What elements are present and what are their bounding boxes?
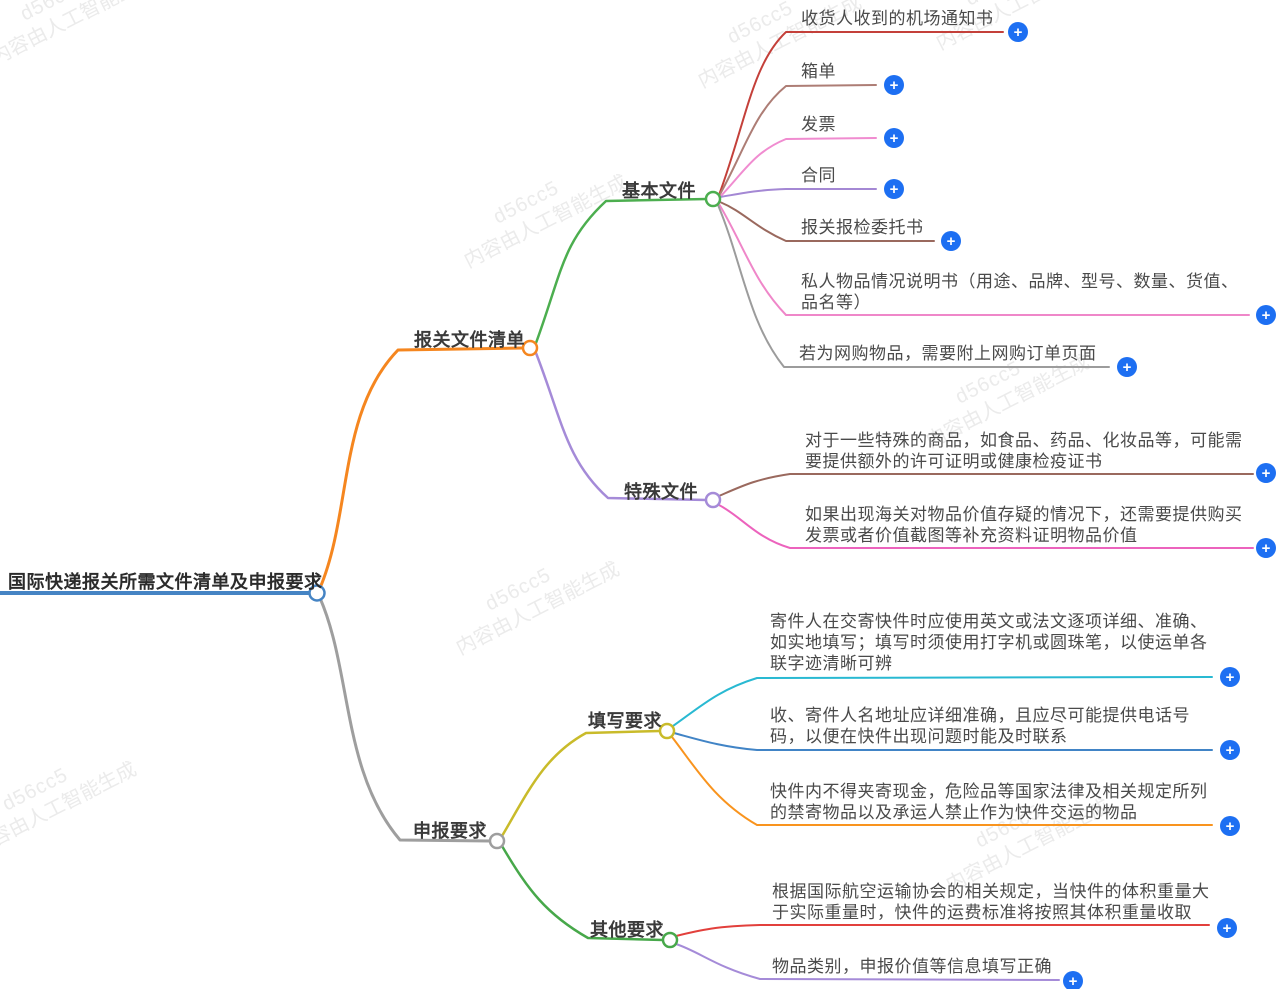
node-toggle-basic-docs[interactable]: [704, 190, 722, 208]
leaf-invoice[interactable]: 发票: [801, 115, 836, 134]
add-child-button[interactable]: +: [1220, 740, 1240, 760]
root-node[interactable]: 国际快递报关所需文件清单及申报要求: [8, 572, 323, 592]
node-basic-docs[interactable]: 基本文件: [622, 181, 696, 201]
leaf-correct-info[interactable]: 物品类别，申报价值等信息填写正确: [772, 957, 1052, 976]
add-child-button[interactable]: +: [1256, 305, 1276, 325]
leaf-line-invoice: [718, 137, 877, 199]
branch-line-special-docs: [534, 351, 709, 502]
leaf-volume-weight[interactable]: 根据国际航空运输协会的相关规定，当快件的体积重量大 于实际重量时，快件的运费标准…: [772, 882, 1210, 922]
add-child-button[interactable]: +: [1220, 667, 1240, 687]
add-child-button[interactable]: +: [941, 231, 961, 251]
node-special-docs[interactable]: 特殊文件: [624, 482, 698, 502]
plus-icon: +: [1261, 306, 1271, 324]
plus-icon: +: [1225, 817, 1235, 835]
add-child-button[interactable]: +: [1117, 357, 1137, 377]
plus-icon: +: [1068, 972, 1078, 989]
branch-line-declaration: [318, 596, 492, 843]
plus-icon: +: [1261, 464, 1271, 482]
leaf-line-special-goods: [718, 473, 1254, 497]
plus-icon: +: [1122, 358, 1132, 376]
plus-icon: +: [1013, 23, 1023, 41]
leaf-authorization[interactable]: 报关报检委托书: [801, 218, 924, 237]
plus-icon: +: [1222, 919, 1232, 937]
add-child-button[interactable]: +: [1256, 463, 1276, 483]
plus-icon: +: [889, 129, 899, 147]
leaf-line-fill-language: [672, 676, 1213, 727]
leaf-special-goods[interactable]: 对于一些特殊的商品，如食品、药品、化妆品等，可能需 要提供额外的许可证明或健康检…: [805, 431, 1243, 471]
leaf-line-packing-list: [718, 84, 877, 197]
plus-icon: +: [889, 76, 899, 94]
leaf-line-contract: [719, 188, 877, 198]
add-child-button[interactable]: +: [1256, 538, 1276, 558]
leaf-airport-notice[interactable]: 收货人收到的机场通知书: [801, 9, 994, 28]
leaf-prohibited-items[interactable]: 快件内不得夹寄现金，危险品等国家法律及相关规定所列 的禁寄物品以及承运人禁止作为…: [770, 782, 1208, 822]
plus-icon: +: [946, 232, 956, 250]
branch-line-filling-req: [500, 729, 662, 838]
leaf-packing-list[interactable]: 箱单: [801, 62, 836, 81]
leaf-line-authorization: [719, 201, 935, 242]
leaf-line-personal-items: [718, 203, 1250, 316]
add-child-button[interactable]: +: [1217, 918, 1237, 938]
branch-line-customs-docs: [318, 346, 525, 590]
add-child-button[interactable]: +: [884, 128, 904, 148]
node-toggle-special-docs[interactable]: [704, 491, 722, 509]
leaf-line-volume-weight: [675, 924, 1210, 937]
node-other-req[interactable]: 其他要求: [590, 920, 664, 940]
node-toggle-filling-req[interactable]: [658, 722, 676, 740]
node-customs-docs[interactable]: 报关文件清单: [414, 330, 525, 350]
leaf-online-order[interactable]: 若为网购物品，需要附上网购订单页面: [799, 344, 1097, 363]
plus-icon: +: [1225, 741, 1235, 759]
node-toggle-declaration[interactable]: [488, 832, 506, 850]
leaf-line-correct-info: [675, 943, 1060, 981]
plus-icon: +: [889, 180, 899, 198]
leaf-value-proof[interactable]: 如果出现海关对物品价值存疑的情况下，还需要提供购买 发票或者价值截图等补充资料证…: [805, 505, 1243, 545]
node-declaration[interactable]: 申报要求: [413, 821, 487, 841]
leaf-line-value-proof: [718, 504, 1254, 549]
leaf-line-online-order: [717, 204, 1110, 368]
plus-icon: +: [1225, 668, 1235, 686]
node-toggle-customs-docs[interactable]: [521, 339, 539, 357]
node-toggle-root[interactable]: [308, 584, 326, 602]
leaf-line-prohibited-items: [671, 736, 1213, 826]
plus-icon: +: [1261, 539, 1271, 557]
leaf-line-address-detail: [673, 732, 1213, 751]
leaf-fill-language[interactable]: 寄件人在交寄快件时应使用英文或法文逐项详细、准确、 如实地填写；填写时须使用打字…: [770, 612, 1208, 673]
node-filling-req[interactable]: 填写要求: [588, 711, 662, 731]
leaf-personal-items[interactable]: 私人物品情况说明书（用途、品牌、型号、数量、货值、 品名等）: [801, 272, 1239, 312]
add-child-button[interactable]: +: [1008, 22, 1028, 42]
leaf-contract[interactable]: 合同: [801, 166, 836, 185]
node-toggle-other-req[interactable]: [661, 931, 679, 949]
branch-line-basic-docs: [534, 197, 709, 345]
leaf-line-airport-notice: [718, 31, 1004, 196]
branch-line-other-req: [500, 844, 665, 942]
add-child-button[interactable]: +: [884, 179, 904, 199]
add-child-button[interactable]: +: [1220, 816, 1240, 836]
add-child-button[interactable]: +: [884, 75, 904, 95]
add-child-button[interactable]: +: [1063, 971, 1083, 989]
leaf-address-detail[interactable]: 收、寄件人名地址应详细准确，且应尽可能提供电话号 码，以便在快件出现问题时能及时…: [770, 706, 1190, 746]
